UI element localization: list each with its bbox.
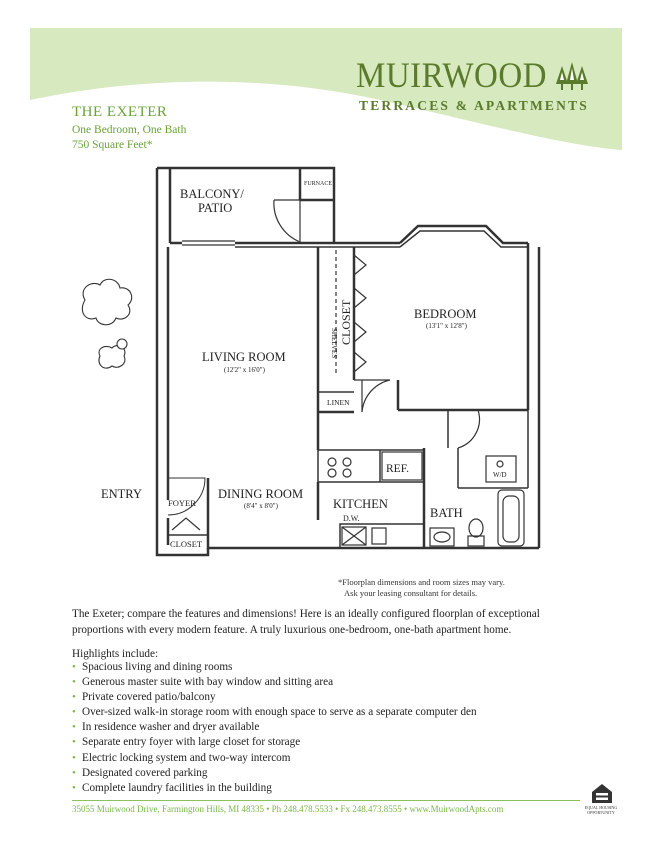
description-paragraph: The Exeter; compare the features and dim… xyxy=(72,608,540,636)
dining-room-dim: (8'4" x 8'0") xyxy=(244,502,279,510)
patio-label: PATIO xyxy=(198,201,232,215)
living-room-label: LIVING ROOM xyxy=(202,350,286,364)
unit-title: THE EXETER xyxy=(72,104,168,120)
highlight-item: Designated covered parking xyxy=(72,766,477,781)
highlight-item: Over-sized walk-in storage room with eno… xyxy=(72,705,477,720)
header-wave-background xyxy=(30,28,622,150)
unit-size: 750 Square Feet* xyxy=(72,139,153,151)
shelves-label: SHELVES xyxy=(330,328,338,358)
unit-subtitle: One Bedroom, One Bath xyxy=(72,124,187,136)
dining-room-label: DINING ROOM xyxy=(218,487,303,501)
balcony-label: BALCONY/ xyxy=(180,187,244,201)
bath-label: BATH xyxy=(430,506,463,520)
closet-label: CLOSET xyxy=(170,539,203,549)
entry-label: ENTRY xyxy=(101,487,142,501)
highlight-item: Generous master suite with bay window an… xyxy=(72,675,477,690)
equal-housing-icon xyxy=(592,784,612,803)
linen-label: LINEN xyxy=(327,398,350,407)
shrub-icon xyxy=(81,278,133,369)
highlights-list: Spacious living and dining rooms Generou… xyxy=(72,660,477,796)
kitchen-label: KITCHEN xyxy=(333,497,388,511)
refrigerator-label: REF. xyxy=(386,463,409,475)
brand-logo-subtitle: TERRACES & APARTMENTS xyxy=(359,98,589,113)
highlight-item: Electric locking system and two-way inte… xyxy=(72,751,477,766)
highlight-item: Private covered patio/balcony xyxy=(72,690,477,705)
tree-logo-icon xyxy=(556,62,588,90)
highlight-item: In residence washer and dryer available xyxy=(72,720,477,735)
living-room-dim: (12'2" x 16'0") xyxy=(224,366,266,374)
disclaimer-line-2: Ask your leasing consultant for details. xyxy=(344,588,478,598)
floor-plan: BALCONY/ PATIO FURNACE LIVING ROOM (12'2… xyxy=(81,166,541,557)
footer-divider xyxy=(72,800,580,801)
highlight-item: Spacious living and dining rooms xyxy=(72,660,477,675)
closet-vertical-label: CLOSET xyxy=(339,299,353,345)
highlights-title: Highlights include: xyxy=(72,648,159,660)
footer-contact: 35055 Muirwood Drive, Farmington Hills, … xyxy=(72,804,504,814)
disclaimer-line-1: *Floorplan dimensions and room sizes may… xyxy=(338,577,505,587)
furnace-label: FURNACE xyxy=(304,181,332,187)
bedroom-label: BEDROOM xyxy=(414,307,477,321)
highlight-item: Separate entry foyer with large closet f… xyxy=(72,735,477,750)
highlight-item: Complete laundry facilities in the build… xyxy=(72,781,477,796)
washer-dryer-label: W/D xyxy=(493,471,507,479)
brand-logo-text: MUIRWOOD xyxy=(356,56,547,96)
bedroom-dim: (13'1" x 12'8") xyxy=(426,322,468,330)
foyer-label: FOYER xyxy=(168,498,196,508)
dishwasher-label: D.W. xyxy=(343,514,360,523)
